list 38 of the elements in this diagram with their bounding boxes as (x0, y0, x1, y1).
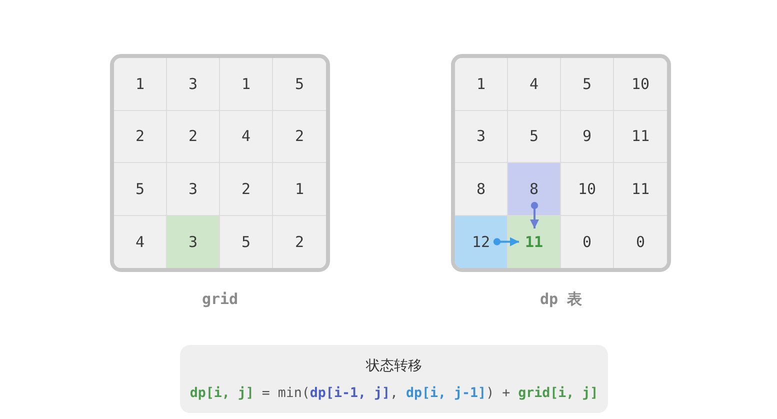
highlighted-cell: 3 (167, 216, 220, 268)
formula-title: 状态转移 (366, 357, 422, 376)
grid-cell: 10 (561, 163, 614, 216)
grid-cell: 0 (614, 216, 667, 268)
grid-cell: 5 (114, 163, 167, 216)
grid-cell: 3 (455, 110, 508, 163)
grid-cell: 2 (273, 216, 326, 268)
panel-caption: grid (202, 290, 238, 308)
arrow (530, 202, 539, 228)
grid-cell: 5 (273, 58, 326, 110)
grid-cell: 9 (561, 110, 614, 163)
highlighted-cell: 12 (455, 216, 508, 268)
grid-cell: 3 (167, 163, 220, 216)
grid-cell: 4 (114, 216, 167, 268)
grid-cell: 4 (508, 58, 561, 110)
grid-cell: 3 (167, 58, 220, 110)
grid-cell: 4 (220, 110, 273, 163)
highlighted-cell: 8 (508, 163, 561, 216)
grid-cell: 5 (561, 58, 614, 110)
grid-cell: 2 (220, 163, 273, 216)
grid-cell: 8 (455, 163, 508, 216)
grid-cell: 1 (114, 58, 167, 110)
grid-cell: 10 (614, 58, 667, 110)
grid-cell: 1 (455, 58, 508, 110)
grid-cell: 0 (561, 216, 614, 268)
grid-cell: 5 (220, 216, 273, 268)
panel-caption: dp 表 (540, 290, 582, 308)
formula-text: dp[i, j] = min(dp[i-1, j], dp[i, j-1]) + grid[i, j] (190, 385, 598, 403)
grid-cell: 11 (614, 110, 667, 163)
grid-cell: 2 (273, 110, 326, 163)
grid-panel (451, 54, 671, 272)
grid-cell: 2 (167, 110, 220, 163)
grid-cell: 1 (220, 58, 273, 110)
grid-panel (110, 54, 330, 272)
grid-cell: 2 (114, 110, 167, 163)
highlighted-cell: 11 (508, 216, 561, 268)
arrow (493, 237, 519, 246)
grid-cell: 5 (508, 110, 561, 163)
